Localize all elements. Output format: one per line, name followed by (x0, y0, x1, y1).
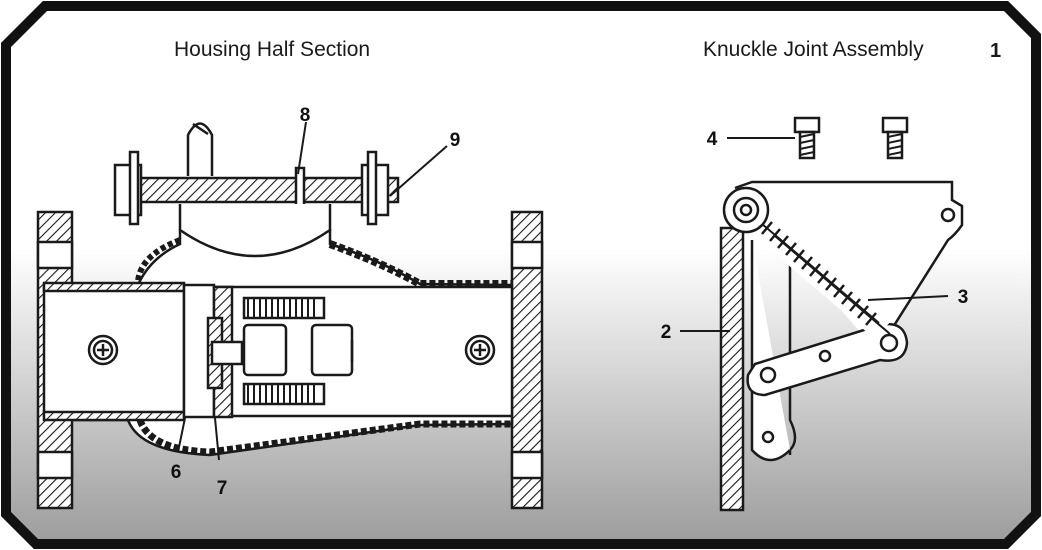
spring-upper (242, 296, 326, 320)
knuckle-joint-drawing (719, 116, 964, 512)
callout-2: 2 (661, 322, 672, 343)
callout-4: 4 (707, 129, 718, 150)
top-cover (118, 176, 400, 204)
hinge-plate (719, 226, 745, 512)
bolt-left (793, 116, 821, 160)
callout-9: 9 (450, 130, 461, 151)
housing-half-section-drawing (36, 122, 544, 510)
right-plug (464, 334, 496, 366)
leader-lines-right (680, 137, 949, 332)
callout-7: 7 (217, 478, 228, 499)
top-bracket (734, 180, 964, 356)
callout-8: 8 (300, 105, 311, 126)
knuckle-joint-assembly-title: Knuckle Joint Assembly (703, 38, 924, 61)
figure-number: 1 (990, 40, 1002, 62)
left-plug (87, 334, 119, 366)
leader-lines-left (177, 121, 448, 461)
bolt-right (881, 116, 909, 160)
housing-half-section-title: Housing Half Section (174, 38, 371, 61)
callout-6: 6 (171, 462, 182, 483)
callout-3: 3 (958, 287, 969, 308)
knuckle-spring (758, 216, 895, 340)
spring-lower (242, 382, 326, 406)
